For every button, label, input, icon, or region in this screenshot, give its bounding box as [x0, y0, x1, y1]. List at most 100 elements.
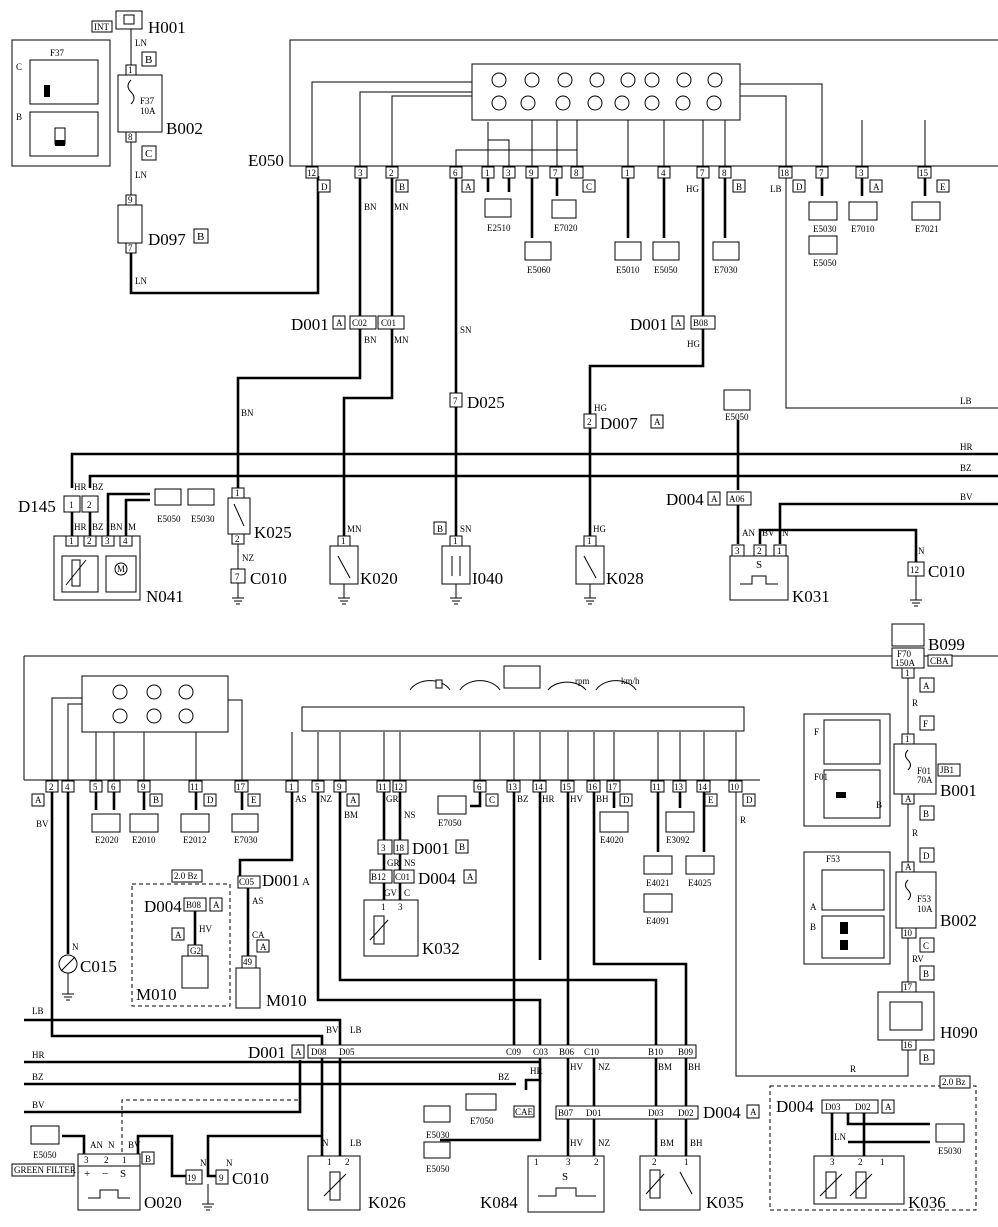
svg-text:C05: C05	[239, 877, 255, 887]
d004-label: D004	[666, 490, 704, 509]
k020-label: K020	[360, 569, 398, 588]
svg-text:A: A	[810, 902, 817, 912]
svg-text:A: A	[750, 1107, 757, 1117]
m010-label: M010	[266, 991, 307, 1010]
svg-text:3: 3	[84, 1155, 89, 1165]
svg-text:5: 5	[315, 782, 320, 792]
svg-text:CAE: CAE	[515, 1107, 534, 1117]
fuse-rating: 10A	[140, 106, 156, 116]
wire-label: NZ	[598, 1062, 610, 1072]
svg-text:C02: C02	[352, 318, 367, 328]
green-filter-label: GREEN FILTER	[14, 1165, 76, 1175]
d001-codes: D08 D05 C09 C03 B06 C10 B10 B09	[311, 1047, 694, 1057]
svg-text:E5010: E5010	[616, 265, 640, 275]
svg-text:B07: B07	[558, 1108, 574, 1118]
svg-text:9: 9	[529, 168, 534, 178]
svg-text:AS: AS	[295, 794, 307, 804]
b002-fuse-box	[117, 74, 163, 133]
svg-text:15: 15	[919, 168, 929, 178]
svg-text:E4091: E4091	[646, 916, 670, 926]
svg-text:E7030: E7030	[234, 835, 258, 845]
wire-ln-label: LN	[135, 38, 147, 48]
k028-label: K028	[606, 569, 644, 588]
svg-text:NS: NS	[404, 810, 416, 820]
svg-text:B10: B10	[648, 1047, 664, 1057]
svg-text:rpm: rpm	[575, 676, 590, 686]
n041-label: N041	[146, 587, 184, 606]
svg-text:A: A	[923, 681, 930, 691]
wire-label: MN	[394, 202, 409, 212]
svg-text:4: 4	[65, 782, 70, 792]
svg-text:2: 2	[389, 168, 394, 178]
k032-component	[363, 899, 419, 957]
svg-text:A06: A06	[729, 494, 745, 504]
svg-text:E3092: E3092	[666, 835, 690, 845]
inset-c: C	[16, 62, 22, 72]
svg-text:F53: F53	[826, 854, 841, 864]
wire-label: BV	[128, 1140, 141, 1150]
svg-text:5: 5	[93, 782, 98, 792]
svg-text:1: 1	[327, 1157, 332, 1167]
wire-label: BN	[110, 522, 123, 532]
k035-label: K035	[706, 1193, 744, 1212]
svg-text:2: 2	[594, 1157, 599, 1167]
b002-label: B002	[166, 119, 203, 138]
svg-text:A: A	[675, 318, 682, 328]
svg-text:2: 2	[858, 1157, 863, 1167]
svg-text:C09: C09	[506, 1047, 522, 1057]
svg-text:D03: D03	[648, 1108, 664, 1118]
d097-connector	[117, 204, 143, 244]
wire-label: R	[912, 828, 918, 838]
svg-text:B: B	[437, 524, 443, 534]
svg-text:BH: BH	[596, 794, 609, 804]
svg-text:F: F	[923, 719, 928, 729]
d097-label: D097	[148, 230, 186, 249]
svg-text:HR: HR	[542, 794, 555, 804]
svg-text:1: 1	[684, 1157, 689, 1167]
svg-text:M: M	[117, 564, 125, 574]
svg-text:C: C	[489, 795, 495, 805]
svg-text:1: 1	[122, 1155, 127, 1165]
wire-label: BV	[762, 528, 775, 538]
svg-text:D03: D03	[825, 1102, 841, 1112]
svg-text:A: A	[295, 1047, 302, 1057]
svg-text:B: B	[736, 182, 742, 192]
svg-text:D: D	[796, 182, 803, 192]
wire-label: HV	[570, 1138, 583, 1148]
b002-label-2: B002	[940, 911, 977, 930]
svg-text:A: A	[350, 795, 357, 805]
wire-label: HR	[530, 1066, 543, 1076]
wire-label: RV	[912, 954, 924, 964]
wire-label: N	[918, 546, 925, 556]
svg-text:F70: F70	[897, 649, 912, 659]
k028-switch	[575, 545, 605, 585]
wire-label: N	[200, 1158, 207, 1168]
svg-text:C01: C01	[381, 318, 396, 328]
svg-text:B08: B08	[186, 900, 202, 910]
svg-text:B: B	[459, 842, 465, 852]
int-label: INT	[94, 22, 109, 32]
svg-text:16: 16	[903, 1040, 913, 1050]
svg-text:2: 2	[652, 1157, 657, 1167]
d145-label: D145	[18, 497, 56, 516]
svg-text:E: E	[251, 795, 257, 805]
gauge-icons: rpm km/h	[409, 665, 640, 691]
svg-text:3: 3	[381, 843, 386, 853]
svg-text:A: A	[465, 182, 472, 192]
warning-lamp-icons	[491, 72, 723, 111]
wire-label: HR	[960, 442, 973, 452]
svg-text:A: A	[35, 795, 42, 805]
svg-text:2.0 Bz: 2.0 Bz	[942, 1077, 966, 1087]
wire-label: HR	[74, 482, 87, 492]
svg-text:D: D	[207, 795, 214, 805]
conn-letter: A	[302, 876, 310, 888]
svg-text:11: 11	[378, 782, 387, 792]
svg-text:150A: 150A	[895, 658, 916, 668]
d001-label-3: D001	[262, 871, 300, 890]
svg-text:2: 2	[104, 1155, 109, 1165]
b001-fuse	[893, 743, 937, 795]
svg-text:9: 9	[141, 782, 146, 792]
warning-lamps-panel	[471, 63, 741, 121]
svg-text:13: 13	[674, 782, 684, 792]
bottom-frame	[23, 655, 998, 780]
